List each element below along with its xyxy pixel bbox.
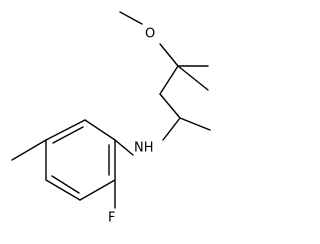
amine-label: NH <box>134 141 154 156</box>
ring-bond-1 <box>84 119 116 141</box>
ring-double-bond-bottom <box>51 175 80 194</box>
bond-quaternary-methyl-down <box>177 65 209 91</box>
fluorine-label: F <box>108 211 115 226</box>
bond-quaternary-ch2 <box>159 65 179 95</box>
bond-nitrogen-aryl <box>114 139 134 156</box>
molecule-structure: O NH F <box>11 11 211 226</box>
oxygen-label: O <box>145 27 155 42</box>
bond-oxygen-quaternary-carbon <box>159 43 179 67</box>
bond-ch-methyl <box>179 117 211 131</box>
bond-methyl-oxygen <box>119 11 143 25</box>
ring-bond-4 <box>45 179 81 201</box>
bond-ch-nitrogen <box>162 117 181 141</box>
ring-bond-2 <box>45 119 86 141</box>
ring-double-bond-top <box>52 126 84 144</box>
bond-ch2-ch <box>159 93 181 119</box>
ring-bond-5 <box>79 179 116 201</box>
bond-aryl-methyl <box>11 139 47 161</box>
